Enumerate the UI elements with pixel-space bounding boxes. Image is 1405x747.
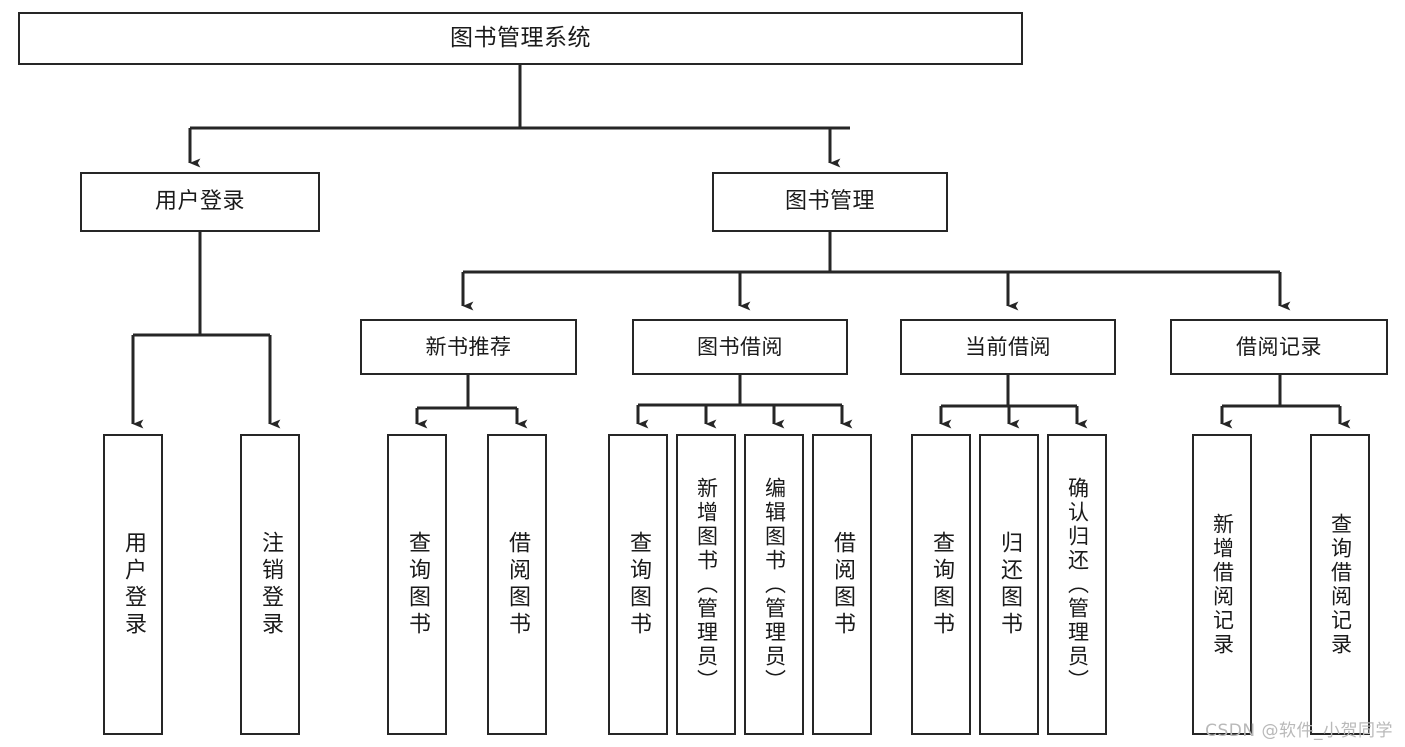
node-label: 新书推荐 <box>425 334 512 359</box>
node-label: 查询借阅记录 <box>1328 512 1353 657</box>
node-book-borrow[interactable]: 图书借阅 <box>632 319 848 375</box>
node-label: 图书管理 <box>784 189 875 215</box>
node-label: 编辑图书（管理员） <box>762 476 787 693</box>
csdn-watermark: CSDN @软件_小贺同学 <box>1205 721 1393 741</box>
node-leaf-user-login[interactable]: 用户登录 <box>103 434 163 735</box>
node-leaf-query-record[interactable]: 查询借阅记录 <box>1310 434 1370 735</box>
node-borrow-record[interactable]: 借阅记录 <box>1170 319 1388 375</box>
node-leaf-logout[interactable]: 注销登录 <box>240 434 300 735</box>
node-label: 当前借阅 <box>965 334 1051 359</box>
node-leaf-return-book[interactable]: 归还图书 <box>979 434 1039 735</box>
node-label: 查询图书 <box>929 530 954 639</box>
node-leaf-borrow-book-1[interactable]: 借阅图书 <box>487 434 547 735</box>
node-root-book-management-system[interactable]: 图书管理系统 <box>18 12 1023 65</box>
node-leaf-edit-book[interactable]: 编辑图书（管理员） <box>744 434 804 735</box>
node-label: 查询图书 <box>405 530 430 639</box>
node-leaf-query-book-2[interactable]: 查询图书 <box>608 434 668 735</box>
node-leaf-query-book-3[interactable]: 查询图书 <box>911 434 971 735</box>
node-label: 借阅图书 <box>830 530 855 639</box>
node-label: 新增借阅记录 <box>1210 512 1235 657</box>
node-label: 用户登录 <box>154 189 245 215</box>
node-label: 注销登录 <box>258 530 283 639</box>
node-leaf-query-book-1[interactable]: 查询图书 <box>387 434 447 735</box>
node-user-login[interactable]: 用户登录 <box>80 172 320 232</box>
node-leaf-confirm-return[interactable]: 确认归还（管理员） <box>1047 434 1107 735</box>
node-leaf-borrow-book-2[interactable]: 借阅图书 <box>812 434 872 735</box>
node-label: 新增图书（管理员） <box>694 476 719 693</box>
node-new-book-recommend[interactable]: 新书推荐 <box>360 319 577 375</box>
node-label: 用户登录 <box>121 530 146 639</box>
node-label: 借阅记录 <box>1236 334 1322 359</box>
node-label: 图书管理系统 <box>450 25 591 52</box>
node-label: 借阅图书 <box>505 530 530 639</box>
node-leaf-add-record[interactable]: 新增借阅记录 <box>1192 434 1252 735</box>
node-label: 图书借阅 <box>697 334 783 359</box>
node-current-borrow[interactable]: 当前借阅 <box>900 319 1116 375</box>
node-leaf-add-book[interactable]: 新增图书（管理员） <box>676 434 736 735</box>
node-book-manage[interactable]: 图书管理 <box>712 172 948 232</box>
node-label: 确认归还（管理员） <box>1065 476 1090 693</box>
node-label: 查询图书 <box>626 530 651 639</box>
node-label: 归还图书 <box>997 530 1022 639</box>
